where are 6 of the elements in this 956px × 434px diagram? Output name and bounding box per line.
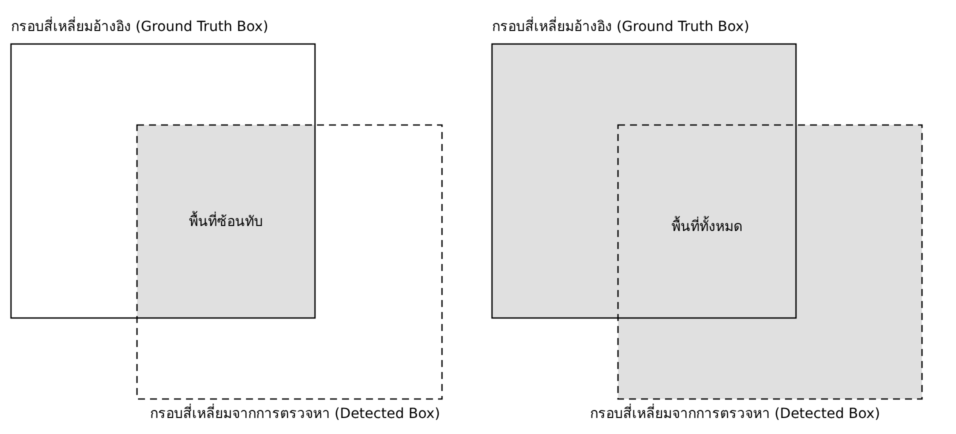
box-caption: กรอบสี่เหลี่ยมอ้างอิง (Ground Truth Box) <box>11 18 268 36</box>
area-label: พื้นที่ซ้อนทับ <box>189 212 263 230</box>
box-caption: กรอบสี่เหลี่ยมจากการตรวจหา (Detected Box) <box>590 405 880 423</box>
box-caption: กรอบสี่เหลี่ยมจากการตรวจหา (Detected Box) <box>150 405 440 423</box>
box-caption: กรอบสี่เหลี่ยมอ้างอิง (Ground Truth Box) <box>492 18 750 36</box>
area-label: พื้นที่ทั้งหมด <box>672 218 742 236</box>
